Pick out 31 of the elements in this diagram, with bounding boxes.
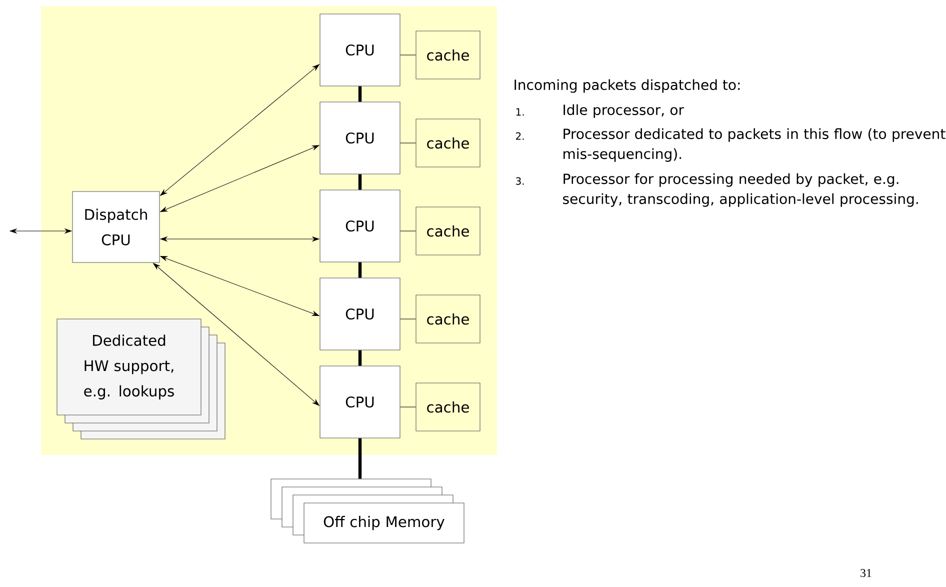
cpu-box: CPU: [320, 14, 400, 86]
cache-box: cache: [416, 294, 480, 344]
page-number: 31: [860, 568, 872, 578]
dispatch-box: Dispatch CPU: [72, 191, 160, 263]
bus-line: [358, 174, 362, 190]
cache-box: cache: [416, 118, 480, 168]
connector-line: [400, 230, 416, 232]
cpu-box: CPU: [320, 366, 400, 438]
hardware-stack: Dedicated HW support, e.g. lookups: [56, 318, 226, 440]
list-number: 3.: [516, 177, 524, 185]
connector-line: [400, 406, 416, 408]
cache-box: cache: [416, 30, 480, 80]
list-number: 2.: [516, 132, 524, 140]
bus-line: [358, 262, 362, 278]
list-number: 1.: [516, 108, 524, 116]
bus-line: [358, 438, 362, 479]
bus-line: [358, 86, 362, 102]
cpu-box: CPU: [320, 190, 400, 262]
list-item: Idle processor, or: [564, 104, 684, 118]
cache-box: cache: [416, 206, 480, 256]
list-item: Processor dedicated to packets in this flow (to prevent mis-sequencing).: [564, 128, 946, 162]
cache-box: cache: [416, 382, 480, 432]
list-item: Processor for processing needed by packet, e.g. security, transcoding, application-level processing.: [563, 173, 918, 207]
cpu-box: CPU: [320, 102, 400, 174]
connector-line: [400, 54, 416, 56]
cpu-box: CPU: [320, 278, 400, 350]
connector-line: [400, 318, 416, 320]
bus-line: [358, 350, 362, 366]
memory-stack: Off chip Memory: [270, 478, 464, 544]
connector-line: [400, 142, 416, 144]
list-heading: Incoming packets dispatched to:: [514, 79, 740, 93]
